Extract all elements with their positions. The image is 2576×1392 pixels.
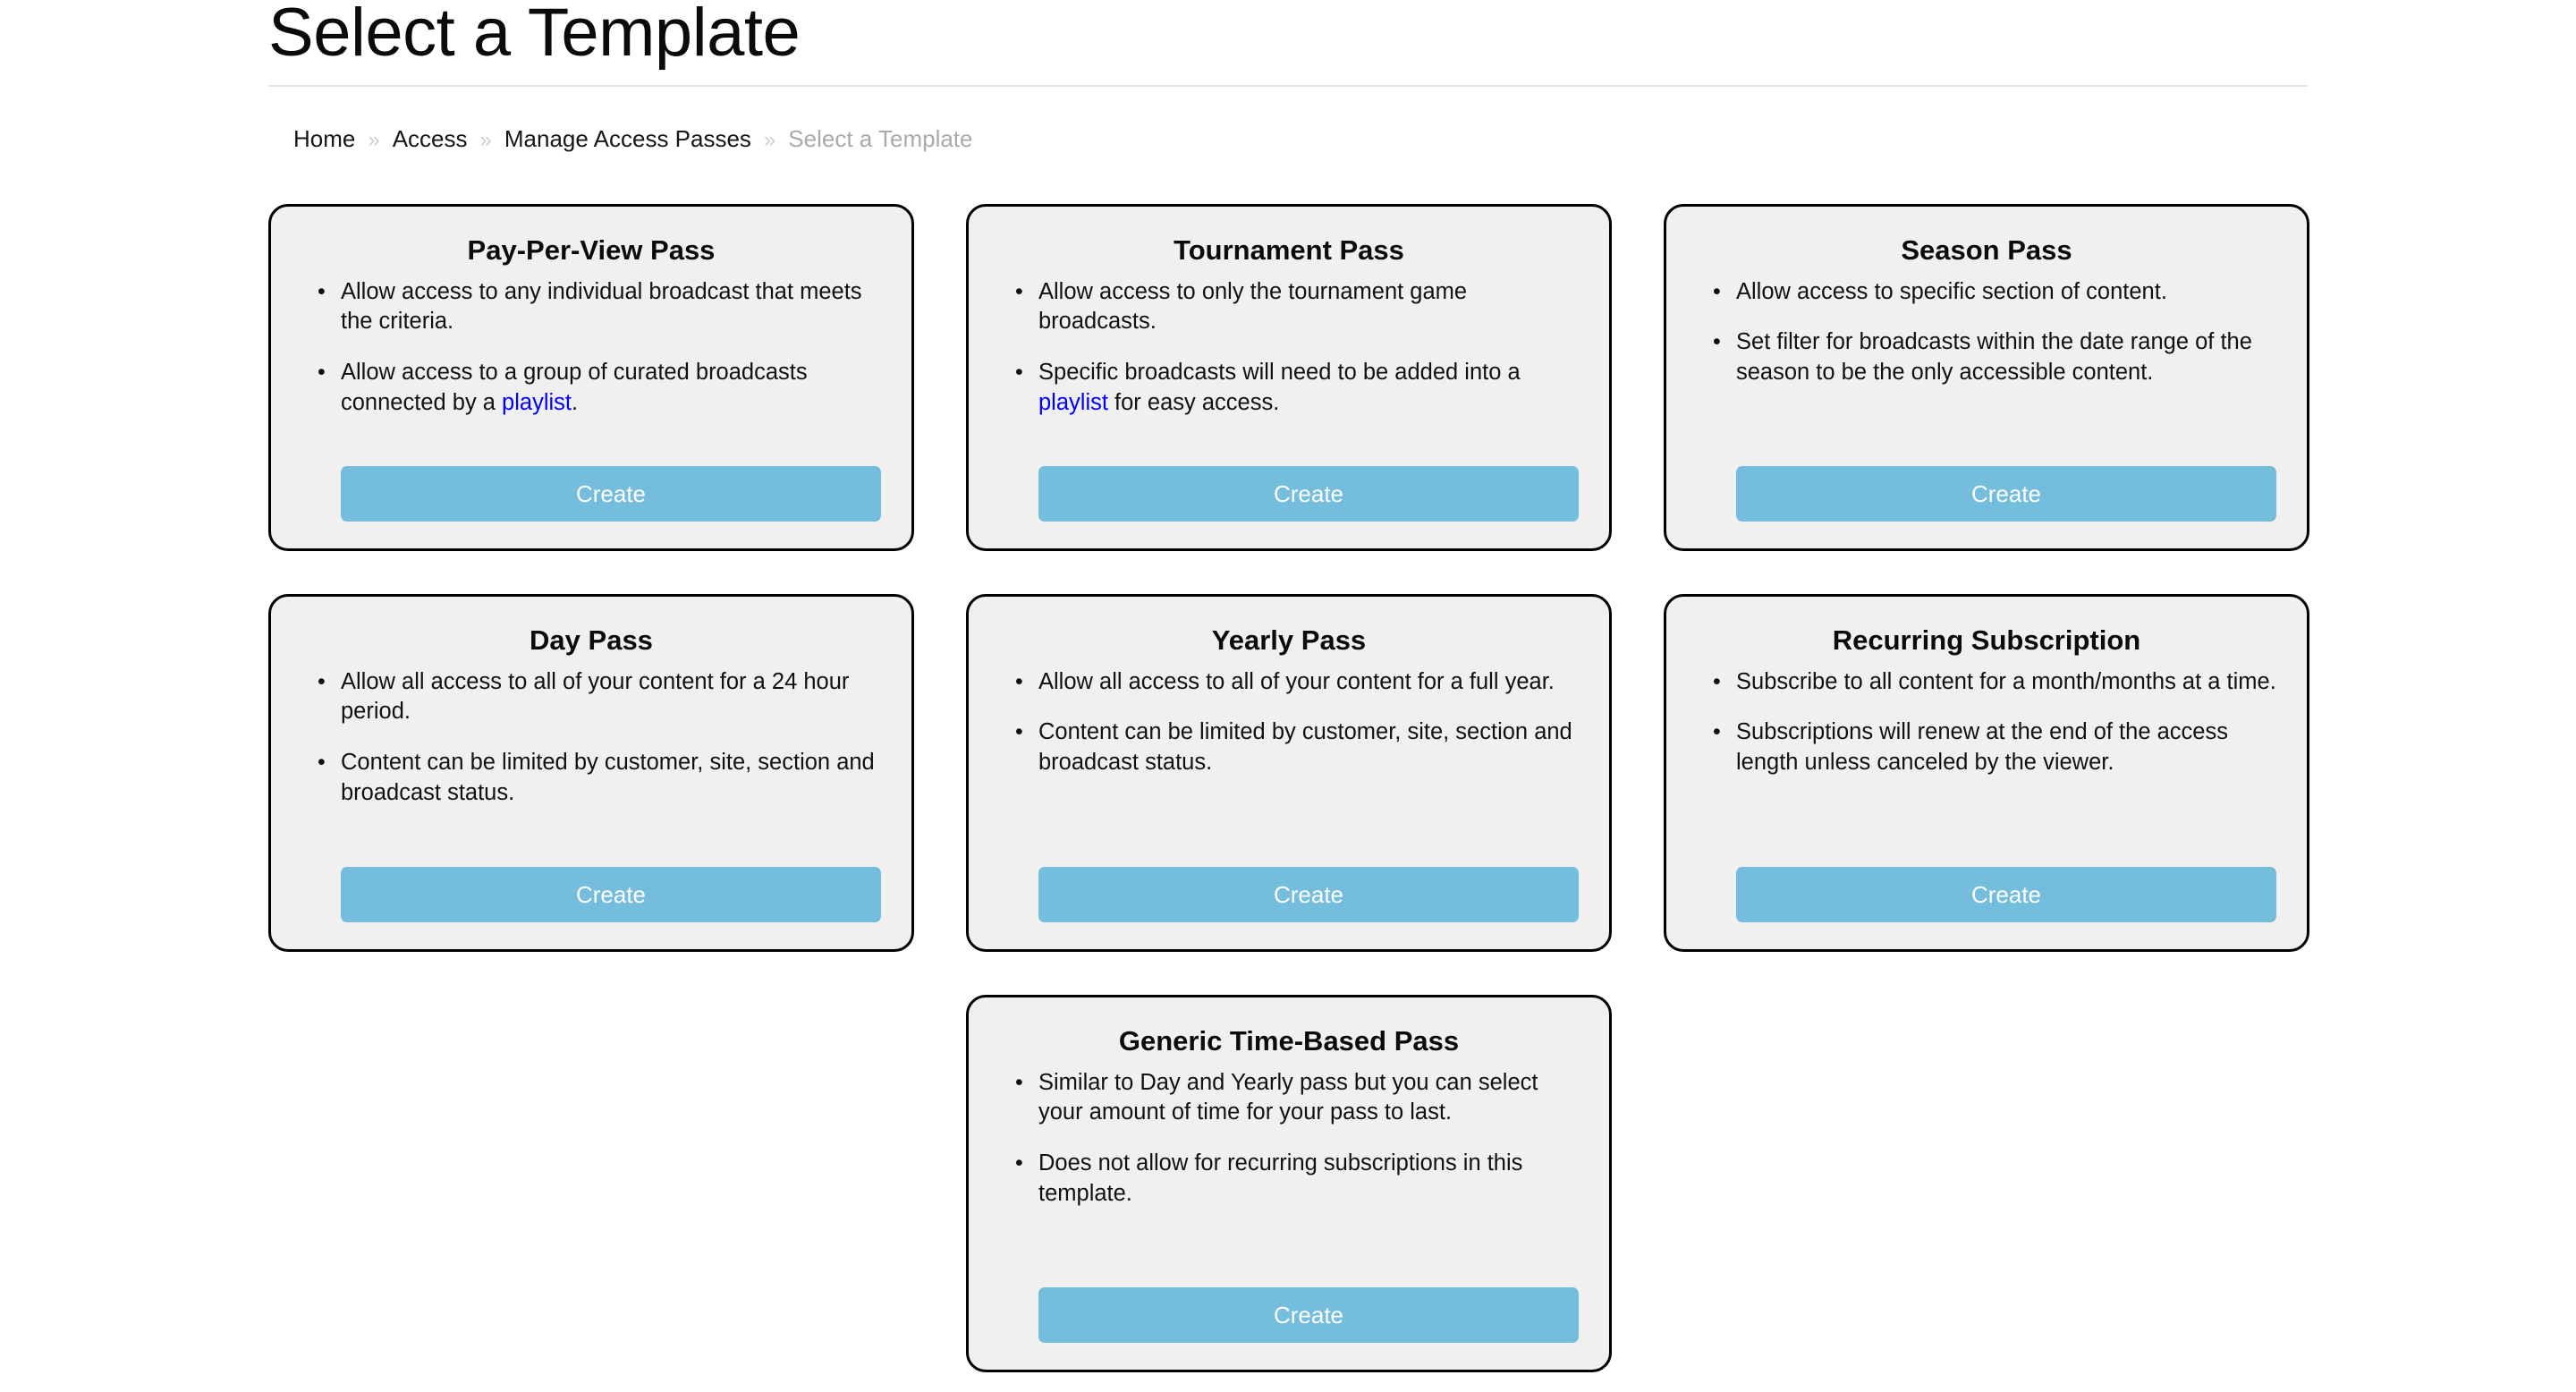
- template-card-generic-time-based-pass: Generic Time-Based PassSimilar to Day an…: [966, 995, 1612, 1372]
- bullet-text: Does not allow for recurring subscriptio…: [1038, 1150, 1523, 1206]
- bullet-text: Allow access to only the tournament game…: [1038, 278, 1468, 335]
- playlist-link[interactable]: playlist: [502, 389, 572, 415]
- card-title: Tournament Pass: [1174, 234, 1404, 266]
- template-card-recurring-subscription: Recurring SubscriptionSubscribe to all c…: [1664, 594, 2309, 952]
- card-bullet-list: Subscribe to all content for a month/mon…: [1697, 667, 2276, 867]
- card-title: Yearly Pass: [1211, 624, 1367, 656]
- create-button-recurring-subscription[interactable]: Create: [1736, 867, 2276, 922]
- card-bullet: Allow access to any individual broadcast…: [318, 277, 881, 337]
- bullet-text: Subscriptions will renew at the end of t…: [1736, 719, 2228, 776]
- card-bullet-list: Allow access to only the tournament game…: [999, 277, 1579, 466]
- create-button-yearly-pass[interactable]: Create: [1038, 867, 1579, 922]
- bullet-text: Similar to Day and Yearly pass but you c…: [1038, 1069, 1538, 1125]
- bullet-text: Specific broadcasts will need to be adde…: [1038, 360, 1521, 386]
- page-header: Select a Template: [268, 0, 2308, 88]
- header-divider: [268, 85, 2308, 88]
- card-bullet: Allow all access to all of your content …: [1015, 667, 1579, 698]
- card-bullet: Subscriptions will renew at the end of t…: [1713, 717, 2276, 777]
- card-bullet-list: Similar to Day and Yearly pass but you c…: [999, 1068, 1579, 1287]
- card-bullet-list: Allow access to specific section of cont…: [1697, 277, 2276, 466]
- template-card-pay-per-view-pass: Pay-Per-View PassAllow access to any ind…: [268, 204, 914, 551]
- bullet-text-tail: .: [572, 389, 579, 415]
- bullet-text: Set filter for broadcasts within the dat…: [1736, 329, 2252, 386]
- card-bullet: Allow all access to all of your content …: [318, 667, 881, 727]
- bullet-text: Allow all access to all of your content …: [341, 668, 850, 725]
- bullet-text-tail: for easy access.: [1107, 389, 1280, 415]
- breadcrumb-separator: »: [763, 128, 776, 152]
- card-title: Pay-Per-View Pass: [467, 234, 716, 266]
- bullet-text: Allow access to specific section of cont…: [1736, 278, 2167, 304]
- card-bullet: Subscribe to all content for a month/mon…: [1713, 667, 2276, 698]
- bullet-text: Subscribe to all content for a month/mon…: [1736, 668, 2276, 694]
- create-button-season-pass[interactable]: Create: [1736, 466, 2276, 522]
- bullet-text: Allow access to any individual broadcast…: [341, 278, 862, 335]
- bullet-text: Allow access to a group of curated broad…: [341, 360, 808, 415]
- breadcrumb-item-manage-access-passes[interactable]: Manage Access Passes: [504, 125, 751, 152]
- create-button-day-pass[interactable]: Create: [341, 867, 881, 922]
- breadcrumb-item-select-a-template: Select a Template: [788, 125, 973, 152]
- card-bullet: Allow access to a group of curated broad…: [318, 358, 881, 418]
- breadcrumb-item-access[interactable]: Access: [392, 125, 468, 152]
- breadcrumb: Home » Access » Manage Access Passes » Select …: [293, 127, 973, 151]
- card-title: Recurring Subscription: [1832, 624, 2141, 656]
- template-card-day-pass: Day PassAllow all access to all of your …: [268, 594, 914, 952]
- card-bullet: Content can be limited by customer, site…: [318, 748, 881, 808]
- template-card-grid: Pay-Per-View PassAllow access to any ind…: [268, 204, 2309, 1372]
- playlist-link[interactable]: playlist: [1038, 389, 1108, 415]
- card-bullet-list: Allow all access to all of your content …: [301, 667, 881, 867]
- card-bullet: Specific broadcasts will need to be adde…: [1015, 358, 1579, 418]
- template-card-yearly-pass: Yearly PassAllow all access to all of yo…: [966, 594, 1612, 952]
- card-bullet-list: Allow all access to all of your content …: [999, 667, 1579, 867]
- card-bullet: Does not allow for recurring subscriptio…: [1015, 1149, 1579, 1209]
- breadcrumb-separator: »: [479, 128, 492, 152]
- create-button-generic-time-based-pass[interactable]: Create: [1038, 1287, 1579, 1343]
- card-bullet: Content can be limited by customer, site…: [1015, 717, 1579, 777]
- card-bullet: Set filter for broadcasts within the dat…: [1713, 327, 2276, 387]
- card-title: Generic Time-Based Pass: [1118, 1025, 1460, 1057]
- card-title: Day Pass: [530, 624, 653, 656]
- card-title: Season Pass: [1901, 234, 2072, 266]
- create-button-tournament-pass[interactable]: Create: [1038, 466, 1579, 522]
- bullet-text: Allow all access to all of your content …: [1038, 668, 1555, 694]
- bullet-text: Content can be limited by customer, site…: [341, 750, 875, 805]
- card-bullet: Allow access to only the tournament game…: [1015, 277, 1579, 337]
- card-bullet: Allow access to specific section of cont…: [1713, 277, 2276, 308]
- template-card-season-pass: Season PassAllow access to specific sect…: [1664, 204, 2309, 551]
- template-card-tournament-pass: Tournament PassAllow access to only the …: [966, 204, 1612, 551]
- create-button-pay-per-view-pass[interactable]: Create: [341, 466, 881, 522]
- breadcrumb-separator: »: [368, 128, 380, 152]
- bullet-text: Content can be limited by customer, site…: [1038, 719, 1572, 776]
- card-bullet-list: Allow access to any individual broadcast…: [301, 277, 881, 466]
- card-bullet: Similar to Day and Yearly pass but you c…: [1015, 1068, 1579, 1128]
- page-title: Select a Template: [268, 0, 801, 71]
- breadcrumb-item-home[interactable]: Home: [293, 125, 356, 152]
